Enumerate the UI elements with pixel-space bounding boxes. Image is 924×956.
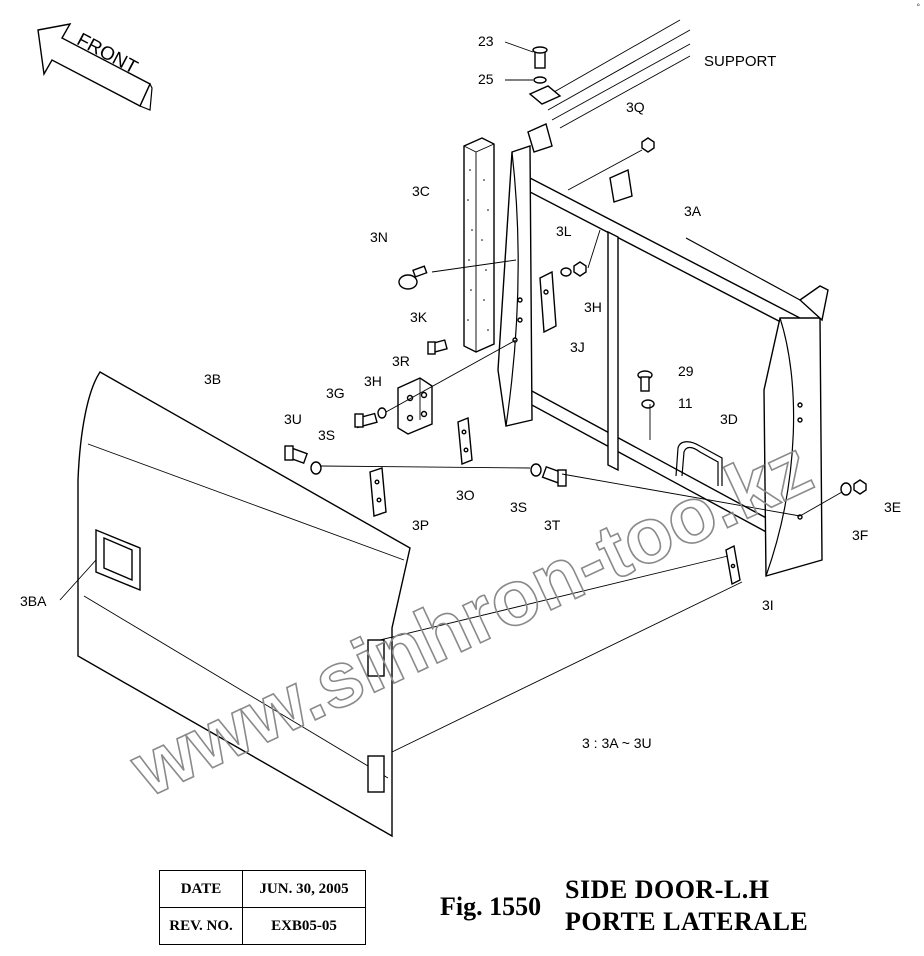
callout-3S-right: 3S bbox=[510, 499, 527, 515]
bolt-3K bbox=[427, 339, 448, 355]
callout-23: 23 bbox=[478, 33, 494, 49]
plate-3I bbox=[725, 544, 741, 586]
corner-mark: ◦ bbox=[916, 0, 920, 11]
bracket-3R bbox=[397, 377, 433, 435]
callout-3N: 3N bbox=[370, 229, 388, 245]
callout-3Q: 3Q bbox=[626, 99, 645, 115]
callout-3A: 3A bbox=[684, 203, 702, 219]
callout-3J: 3J bbox=[570, 339, 585, 355]
door-frame-3A bbox=[497, 123, 829, 577]
bolt-29 bbox=[637, 370, 655, 409]
bolt-3U bbox=[284, 445, 322, 475]
front-arrow-icon: FRONT bbox=[37, 23, 153, 111]
callout-3E: 3E bbox=[884, 499, 901, 515]
bolt-3G bbox=[354, 407, 387, 429]
callout-29: 29 bbox=[678, 363, 694, 379]
callout-3F: 3F bbox=[852, 527, 868, 543]
rev-value: EXB05-05 bbox=[242, 907, 366, 945]
handle-3D bbox=[675, 441, 723, 486]
plate-3P bbox=[369, 467, 387, 517]
bumper-3N bbox=[398, 265, 428, 290]
figure-number: Fig. 1550 bbox=[440, 892, 542, 921]
assembly-note: 3 : 3A ~ 3U bbox=[582, 735, 652, 751]
callout-25: 25 bbox=[478, 71, 494, 87]
bolt-23 bbox=[504, 41, 548, 84]
callout-3D: 3D bbox=[720, 411, 738, 427]
bracket-3J bbox=[539, 267, 572, 334]
nut-3Q bbox=[567, 137, 655, 191]
revision-info-table: DATE JUN. 30, 2005 REV. NO. EXB05-05 bbox=[159, 870, 366, 945]
callout-3T: 3T bbox=[544, 517, 561, 533]
callout-3U: 3U bbox=[284, 411, 302, 427]
callout-3P: 3P bbox=[412, 517, 429, 533]
support-label: SUPPORT bbox=[704, 53, 776, 70]
callout-3O: 3O bbox=[456, 487, 475, 503]
callout-3K: 3K bbox=[410, 309, 428, 325]
nut-3L bbox=[573, 261, 587, 277]
callout-3H: 3H bbox=[364, 373, 382, 389]
leader-lines bbox=[319, 229, 843, 753]
foam-strip-3C bbox=[463, 137, 495, 353]
callout-labels: 23 25 SUPPORT 3Q 3C 3A 3N 3L 3H 3K 3J 3R… bbox=[20, 33, 901, 751]
callout-3G: 3G bbox=[326, 385, 345, 401]
callout-3S-left: 3S bbox=[318, 427, 335, 443]
callout-3C: 3C bbox=[412, 183, 430, 199]
callout-11: 11 bbox=[678, 395, 693, 411]
figure-title-en: SIDE DOOR-L.H bbox=[565, 875, 770, 904]
support-rails bbox=[528, 19, 691, 129]
callout-3B: 3B bbox=[204, 371, 221, 387]
callout-3BA: 3BA bbox=[20, 593, 47, 609]
callout-3H-upper: 3H bbox=[584, 299, 602, 315]
door-panel-3B bbox=[59, 371, 411, 838]
nut-3E bbox=[840, 479, 867, 496]
rev-label: REV. NO. bbox=[159, 907, 243, 945]
callout-3L: 3L bbox=[556, 223, 572, 239]
date-label: DATE bbox=[159, 870, 243, 908]
bolt-3T bbox=[530, 463, 567, 487]
callout-3R: 3R bbox=[392, 353, 410, 369]
callout-3I: 3I bbox=[762, 597, 774, 613]
plate-3O bbox=[457, 417, 473, 465]
date-value: JUN. 30, 2005 bbox=[242, 870, 366, 908]
figure-title-fr: PORTE LATERALE bbox=[565, 907, 809, 936]
figure-title: SIDE DOOR-L.H PORTE LATERALE bbox=[565, 874, 808, 938]
